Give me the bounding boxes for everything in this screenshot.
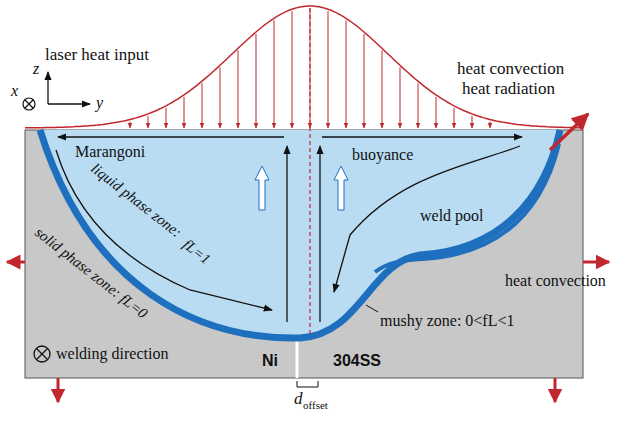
annotation-label: heat radiation [462, 80, 555, 99]
heat-input-arrow [256, 34, 257, 128]
axis-label: x [11, 82, 18, 100]
heat-input-arrow [202, 83, 203, 128]
region-label: weld pool [420, 207, 484, 225]
flow-arrow [319, 146, 320, 322]
heat-loss-arrow [57, 378, 60, 402]
welding-direction-symbol [34, 346, 50, 362]
joint-line [296, 336, 299, 378]
heat-input-arrow [418, 83, 419, 128]
heat-input-arrow [346, 20, 347, 128]
laser-heat-input [25, 6, 583, 362]
annotation-label: heat convection [505, 272, 606, 290]
heat-radiation-arrow [550, 114, 588, 150]
heat-loss-arrow [7, 261, 25, 264]
center-line [309, 8, 310, 336]
heat-input-arrow [472, 116, 473, 128]
heat-loss-arrow [554, 378, 557, 402]
heat-input-arrow [364, 34, 365, 128]
buoyance-arrow [334, 166, 348, 210]
axis-label: z [33, 60, 39, 78]
axis-label: y [96, 94, 103, 112]
heat-input-arrow [490, 122, 491, 129]
z-axis [47, 72, 48, 104]
heat-input-arrow [382, 50, 383, 128]
material-label: 304SS [333, 352, 381, 370]
heat-input-arrow [220, 67, 221, 128]
dimension-label: offset [303, 399, 328, 411]
heat-input-arrow [166, 108, 167, 128]
y-axis [48, 103, 90, 104]
annotation-label: laser heat input [45, 46, 149, 65]
welding-direction-symbol [37, 349, 48, 360]
mushy-zone-band [40, 130, 560, 338]
heat-input-arrow [400, 67, 401, 128]
heat-input-arrow [310, 8, 311, 128]
heat-input-arrow [436, 97, 437, 128]
dimension-label: d [294, 390, 303, 409]
annotation-label: heat convection [457, 60, 564, 79]
heat-input-arrow [238, 50, 239, 128]
heat-input-arrow [328, 11, 329, 128]
flow-arrow [58, 136, 284, 137]
flow-label: Marangoni [75, 143, 145, 161]
material-label: Ni [262, 352, 278, 370]
heat-input-arrow [454, 108, 455, 128]
flow-arrow [322, 136, 522, 137]
gaussian-curve [25, 6, 583, 128]
heat-input-arrow [292, 11, 293, 128]
offset-bracket [297, 381, 318, 387]
heat-input-arrow [148, 116, 149, 128]
buoyance-arrow [255, 166, 269, 210]
leader-line [366, 305, 378, 312]
flow-label: buoyance [352, 146, 413, 164]
annotation-label: welding direction [56, 345, 168, 363]
weld-pool [40, 130, 560, 338]
region-label: mushy zone: 0<fL<1 [380, 312, 514, 330]
x-axis-symbol [25, 100, 33, 108]
flow-arrow [286, 146, 287, 322]
heat-input-arrow [130, 122, 131, 129]
flow-arrow [334, 146, 520, 292]
flow-arrow [56, 150, 272, 310]
heat-input-arrow [274, 20, 275, 128]
heat-input-arrow [184, 97, 185, 128]
workpiece [25, 130, 583, 378]
heat-loss-arrow [583, 261, 609, 264]
x-axis-symbol [23, 98, 35, 110]
